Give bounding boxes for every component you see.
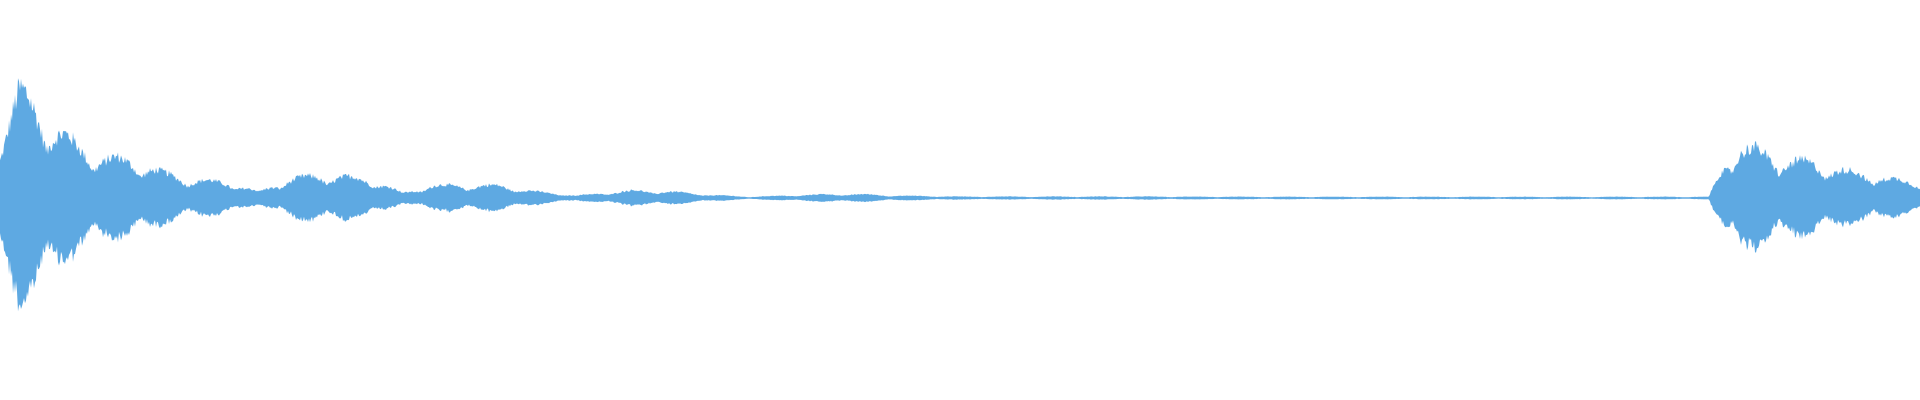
waveform-shape — [0, 78, 1920, 312]
